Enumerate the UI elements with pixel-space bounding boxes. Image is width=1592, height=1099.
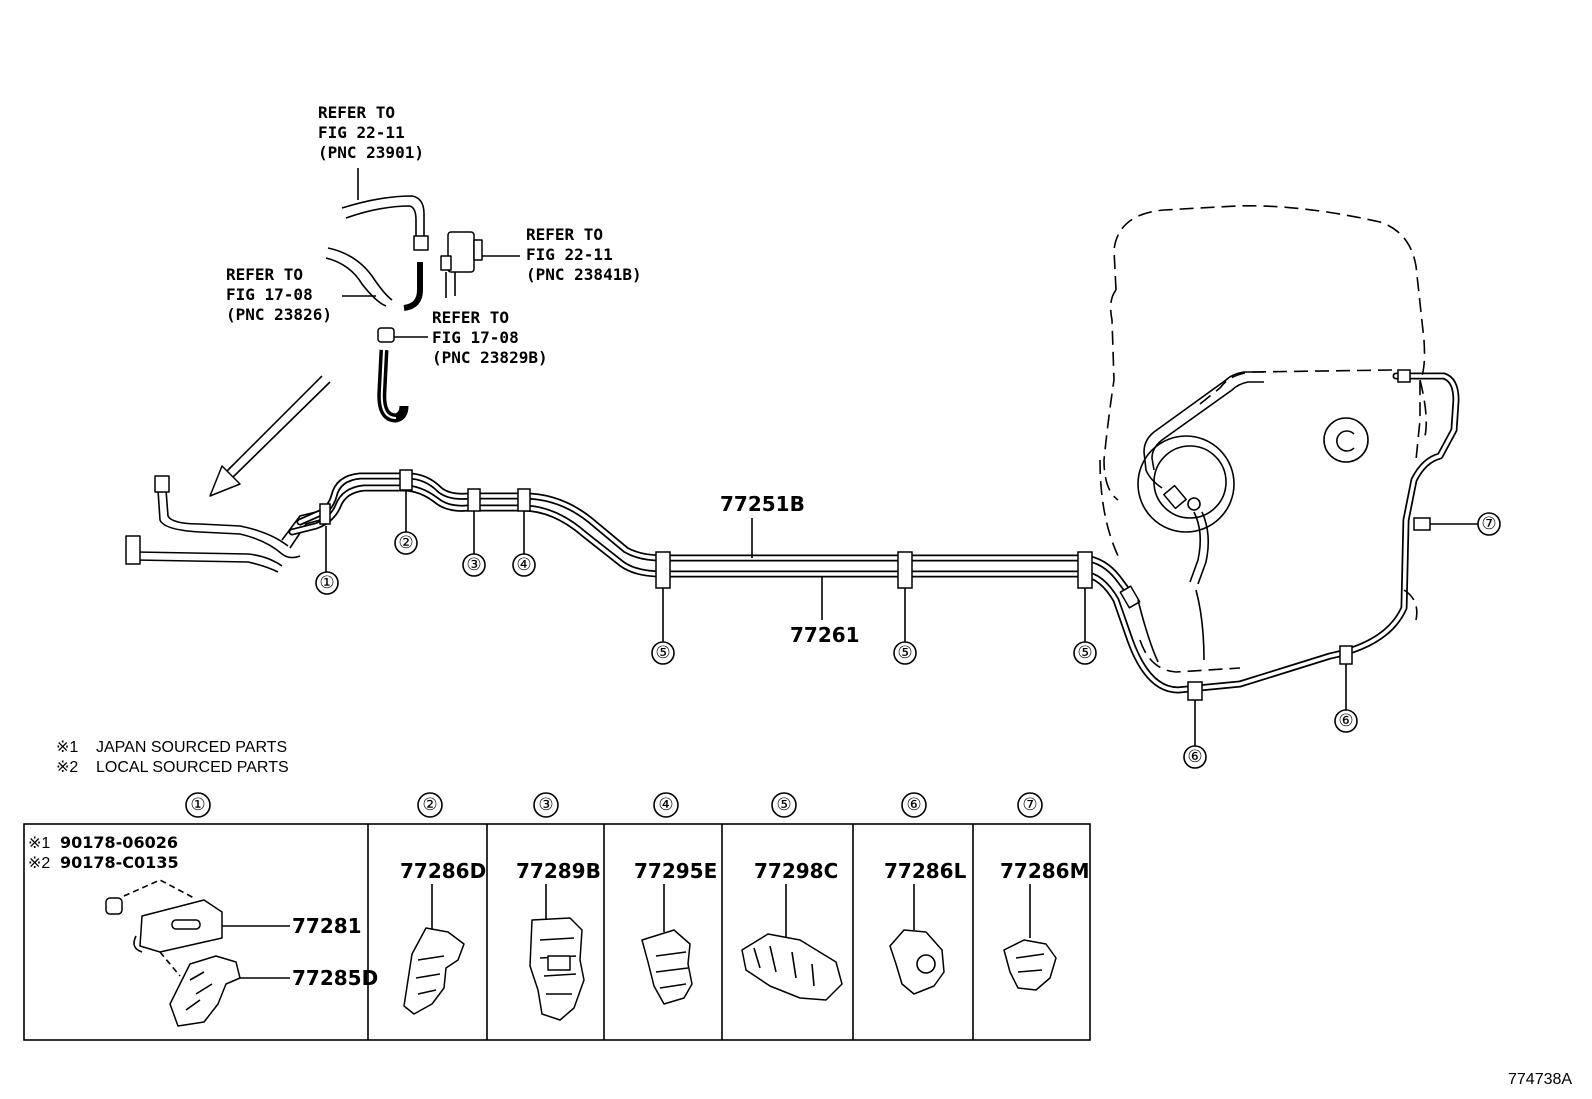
front-pipe-ends [125, 475, 321, 573]
table-callout-5: ⑤ [776, 795, 791, 815]
ref-3-line-2: FIG 17-08 [226, 285, 313, 304]
clips [319, 369, 1431, 701]
table-cell-1: ※1 90178-06026 ※2 90178-C0135 77281 7728… [28, 833, 378, 1027]
clip-77298C-icon [741, 933, 843, 1001]
clip-5a [655, 551, 671, 589]
fuel-pump-outline [1137, 435, 1235, 533]
connector-icon [413, 235, 429, 251]
cell-7-part: 77286M [1000, 859, 1089, 883]
note-1-text: JAPAN SOURCED PARTS [96, 739, 287, 756]
clip-4 [517, 488, 531, 512]
ref-1-line-3: (PNC 23901) [318, 143, 424, 162]
table-cell-4: 77295E [634, 859, 717, 1005]
table-callout-7: ⑦ [1022, 795, 1037, 815]
ref-3-line-3: (PNC 23826) [226, 305, 332, 324]
callout-6a: ⑥ [1187, 747, 1202, 767]
ref-label-4: REFER TO FIG 17-08 (PNC 23829B) [432, 308, 548, 367]
clip-3 [467, 488, 481, 512]
ref-label-1: REFER TO FIG 22-11 (PNC 23901) [318, 103, 424, 162]
clip-5c [1077, 551, 1093, 589]
source-notes: ※1 JAPAN SOURCED PARTS ※2 LOCAL SOURCED … [56, 739, 289, 776]
ref-1-line-1: REFER TO [318, 103, 395, 122]
ref-2-line-1: REFER TO [526, 225, 603, 244]
diagram-callouts: ① ② ③ ④ ⑤ ⑤ ⑤ ⑥ ⑥ ⑦ [315, 490, 1501, 769]
ref-2-line-3: (PNC 23841B) [526, 265, 642, 284]
table-cell-5: 77298C [741, 859, 843, 1001]
figure-id: 774738A [1508, 1071, 1572, 1088]
table-cell-7: 77286M [1000, 859, 1089, 991]
clip-7 [1413, 517, 1431, 531]
drain-plug-icon [1323, 417, 1369, 463]
fuel-tank [1099, 205, 1428, 673]
cell-1-part-1: 77281 [292, 914, 362, 938]
ref-4-line-1: REFER TO [432, 308, 509, 327]
pipe-label-upper: 77251B [720, 492, 805, 516]
cell-1-mark-2: ※2 [28, 855, 50, 872]
cell-5-part: 77298C [754, 859, 838, 883]
valve-icon [440, 231, 483, 298]
callout-6b: ⑥ [1338, 711, 1353, 731]
clip-77286M-icon [1003, 939, 1057, 991]
clip-1 [319, 503, 331, 525]
callout-2: ② [398, 533, 413, 553]
tank-inner-lines [1137, 371, 1264, 663]
callout-5c: ⑤ [1077, 643, 1092, 663]
ref-2-line-2: FIG 22-11 [526, 245, 613, 264]
clip-6b [1339, 645, 1353, 665]
ref-3-line-1: REFER TO [226, 265, 303, 284]
pipe-end-cap-icon [125, 535, 141, 565]
note-2-mark: ※2 [56, 759, 78, 776]
callout-3: ③ [466, 555, 481, 575]
cell-2-part: 77286D [400, 859, 486, 883]
table-callout-4: ④ [658, 795, 673, 815]
table-cell-6: 77286L [884, 859, 967, 995]
pipe-connector-icon [1119, 585, 1141, 609]
cell-6-part: 77286L [884, 859, 967, 883]
ref-label-2: REFER TO FIG 22-11 (PNC 23841B) [526, 225, 642, 284]
callout-4: ④ [516, 555, 531, 575]
grommet-icon [105, 897, 123, 915]
table-callout-6: ⑥ [906, 795, 921, 815]
pipe-label-lower: 77261 [790, 623, 860, 647]
table-cell-3: 77289B [516, 859, 601, 1021]
clip-77286D-icon [403, 927, 465, 1015]
cell-1-code-1: 90178-06026 [60, 833, 178, 852]
direction-arrow-icon [209, 375, 331, 497]
table-callout-1: ① [190, 795, 205, 815]
callout-1: ① [319, 573, 334, 593]
cell-3-part: 77289B [516, 859, 601, 883]
pipe-joint-icon [1397, 369, 1411, 383]
clip-6a [1187, 681, 1203, 701]
table-cell-2: 77286D [400, 859, 486, 1015]
ref-1-line-2: FIG 22-11 [318, 123, 405, 142]
upper-hoses [325, 195, 483, 423]
clip-77295E-icon [641, 929, 693, 1005]
main-pipe-77261 [288, 372, 1460, 694]
ref-4-line-2: FIG 17-08 [432, 328, 519, 347]
note-2-text: LOCAL SOURCED PARTS [96, 759, 289, 776]
cell-1-part-2: 77285D [292, 966, 378, 990]
clamp-icon [169, 955, 241, 1027]
callout-7: ⑦ [1481, 514, 1496, 534]
clip-5b [897, 551, 913, 589]
ref-label-3: REFER TO FIG 17-08 (PNC 23826) [226, 265, 332, 324]
cell-1-mark-1: ※1 [28, 835, 50, 852]
parts-table: ① ② ③ ④ ⑤ ⑥ ⑦ ※1 90178-06026 ※2 90178-C0… [23, 792, 1091, 1041]
pipe-end-cap-icon [154, 475, 170, 493]
ref-4-line-3: (PNC 23829B) [432, 348, 548, 367]
table-callout-3: ③ [538, 795, 553, 815]
table-callout-2: ② [422, 795, 437, 815]
cell-4-part: 77295E [634, 859, 717, 883]
callout-5b: ⑤ [897, 643, 912, 663]
hose-joint-icon [377, 327, 395, 343]
note-1-mark: ※1 [56, 739, 78, 756]
clip-2 [399, 469, 413, 491]
cell-1-code-2: 90178-C0135 [60, 853, 179, 872]
callout-5a: ⑤ [655, 643, 670, 663]
